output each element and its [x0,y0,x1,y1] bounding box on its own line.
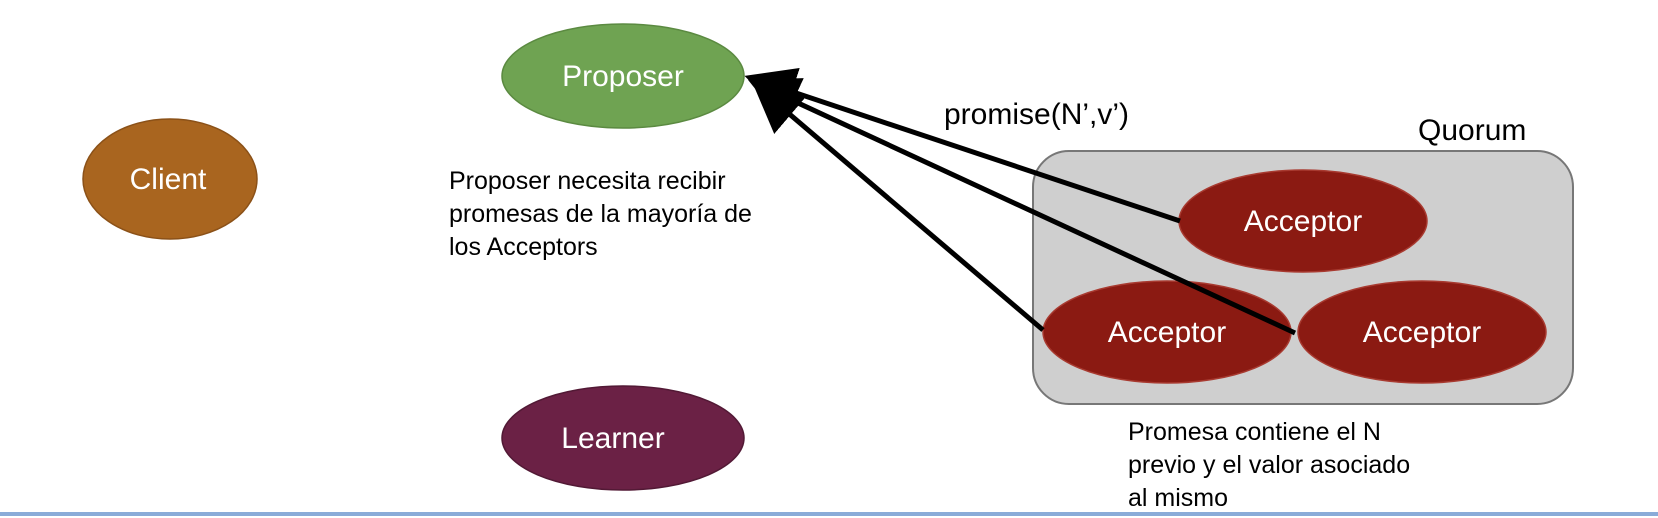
acceptor-node-right [1297,280,1547,384]
proposer-note-line: promesas de la mayoría de [449,200,752,228]
acceptor-label-left: Acceptor [1108,316,1226,349]
promise-note: Promesa contiene el N previo y el valor … [1128,416,1410,515]
client-label: Client [130,163,207,196]
promise-arrow-left [752,82,1045,332]
proposer-label: Proposer [562,60,684,93]
bottom-rule [0,512,1658,516]
learner-node [501,385,745,491]
acceptor-label-right: Acceptor [1363,316,1481,349]
acceptor-label-top: Acceptor [1244,205,1362,238]
promise-arrow-top [744,67,1181,224]
promise-arrow-right [747,78,1297,336]
proposer-note: Proposer necesita recibir promesas de la… [449,165,752,264]
promise-note-line: al mismo [1128,484,1229,512]
quorum-label: Quorum [1418,114,1526,147]
proposer-note-line: los Acceptors [449,233,598,261]
proposer-node [501,23,745,129]
promise-note-line: Promesa contiene el N [1128,418,1381,446]
promise-note-line: previo y el valor asociado [1128,451,1411,479]
proposer-note-line: Proposer necesita recibir [449,167,726,195]
client-node [82,118,258,240]
promise-edge-label: promise(N’,v’) [944,98,1129,131]
learner-label: Learner [561,422,664,455]
